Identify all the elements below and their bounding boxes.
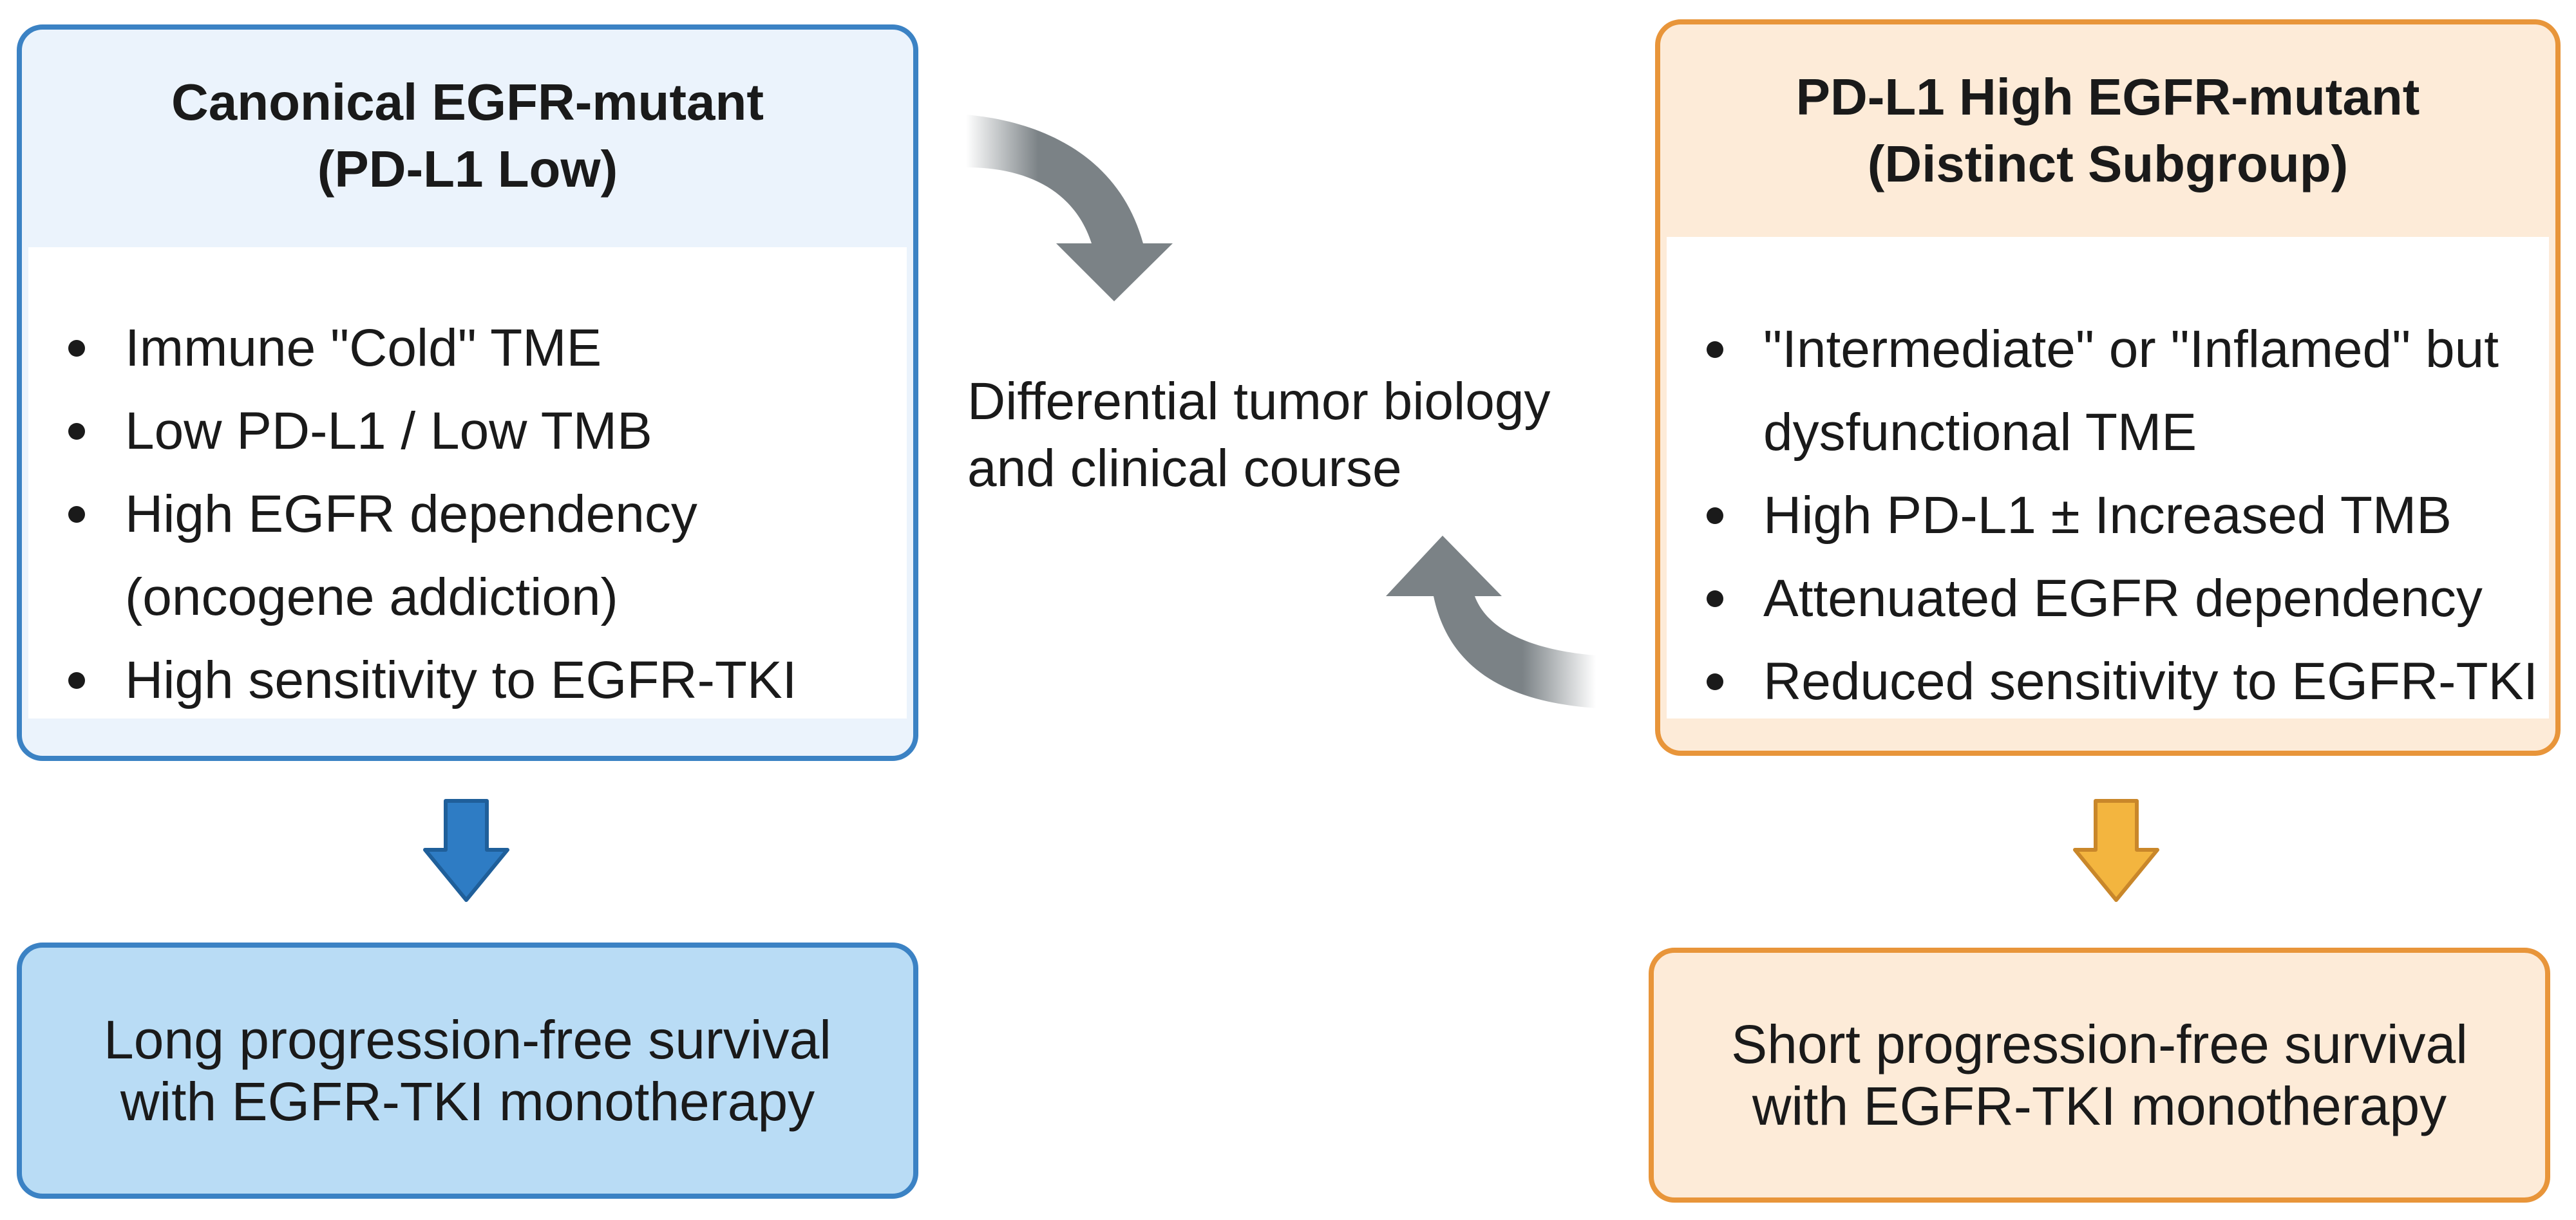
canonical-feature-high-egfr-cont: (oncogene addiction) — [125, 568, 618, 626]
pdl1-feature-inflamed-tme-cont: dysfunctional TME — [1763, 403, 2197, 462]
center-label: Differential tumor biology and clinical … — [967, 368, 1611, 502]
canonical-egfr-title: Canonical EGFR-mutant (PD-L1 Low) — [22, 30, 913, 242]
canonical-feature-low-pdl1: Low PD-L1 / Low TMB — [28, 389, 907, 473]
down-arrow-right-icon — [2073, 799, 2159, 902]
pdl1-high-box: PD-L1 High EGFR-mutant (Distinct Subgrou… — [1655, 19, 2561, 756]
down-arrow-left-icon — [423, 799, 509, 902]
long-pfs-line2: with EGFR-TKI monotherapy — [120, 1071, 815, 1132]
pdl1-high-features: "Intermediate" or "Inflamed" but dysfunc… — [1667, 237, 2549, 718]
long-pfs-outcome-box: Long progression-free survival with EGFR… — [17, 943, 918, 1199]
center-label-line1: Differential tumor biology — [967, 372, 1551, 431]
curved-arrow-up-icon — [1386, 536, 1596, 708]
long-pfs-line1: Long progression-free survival — [104, 1009, 831, 1070]
canonical-feature-high-egfr: High EGFR dependency — [28, 473, 907, 556]
canonical-egfr-box: Canonical EGFR-mutant (PD-L1 Low) Immune… — [17, 24, 918, 761]
canonical-egfr-features: Immune "Cold" TME Low PD-L1 / Low TMB Hi… — [28, 247, 907, 718]
short-pfs-line1: Short progression-free survival — [1731, 1014, 2468, 1075]
canonical-egfr-title-line1: Canonical EGFR-mutant — [171, 73, 764, 131]
center-label-line2: and clinical course — [967, 439, 1402, 498]
pdl1-high-title-line2: (Distinct Subgroup) — [1867, 135, 2349, 192]
pdl1-feature-inflamed-tme: "Intermediate" or "Inflamed" but — [1667, 308, 2549, 391]
pdl1-high-title: PD-L1 High EGFR-mutant (Distinct Subgrou… — [1660, 24, 2555, 237]
pdl1-feature-attenuated-egfr: Attenuated EGFR dependency — [1667, 557, 2549, 640]
pdl1-high-title-line1: PD-L1 High EGFR-mutant — [1795, 68, 2420, 126]
canonical-egfr-title-line2: (PD-L1 Low) — [317, 140, 618, 198]
short-pfs-line2: with EGFR-TKI monotherapy — [1752, 1076, 2447, 1136]
short-pfs-outcome-box: Short progression-free survival with EGF… — [1649, 948, 2550, 1203]
curved-arrow-down-icon — [966, 115, 1173, 301]
pdl1-feature-reduced-sensitivity: Reduced sensitivity to EGFR-TKI — [1667, 640, 2549, 723]
pdl1-feature-high-pdl1: High PD-L1 ± Increased TMB — [1667, 474, 2549, 557]
canonical-feature-immune-cold: Immune "Cold" TME — [28, 306, 907, 389]
canonical-feature-high-sensitivity: High sensitivity to EGFR-TKI — [28, 639, 907, 722]
